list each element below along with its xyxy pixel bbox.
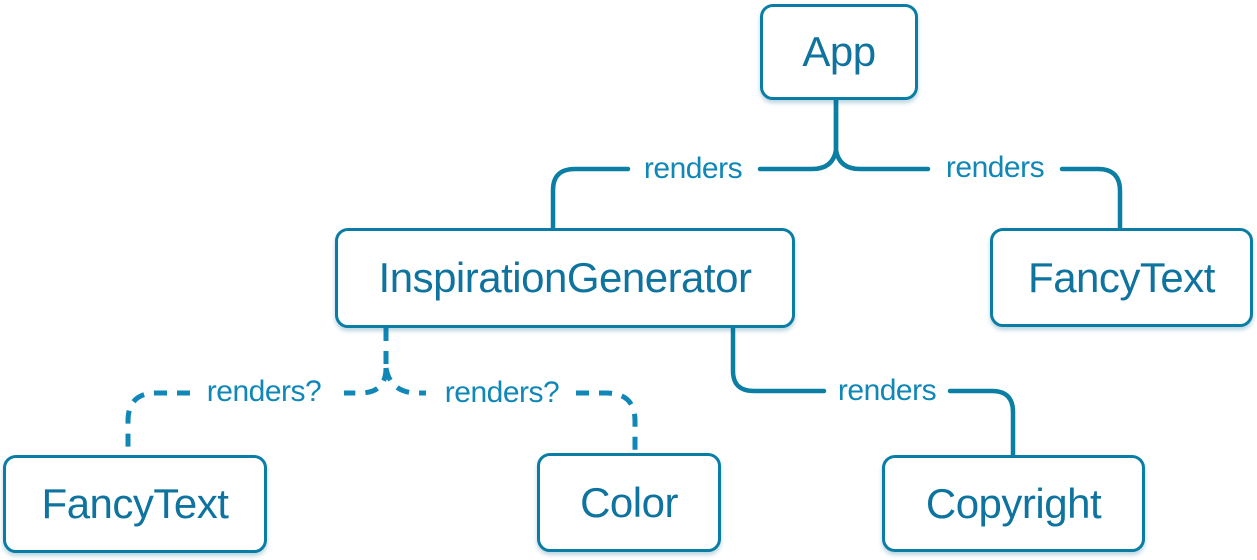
node-app-label: App	[802, 28, 876, 75]
node-inspiration-generator: InspirationGenerator	[335, 228, 795, 328]
node-fancy-text-top-right: FancyText	[990, 228, 1253, 327]
node-fancy-text-top-right-label: FancyText	[1028, 253, 1215, 301]
edge-label-inspiration-generator-to-fancy-text: renders?	[206, 375, 322, 408]
edge-label-inspiration-generator-to-color: renders?	[444, 376, 560, 409]
edge-label-app-to-fancy-text: renders	[945, 151, 1045, 184]
node-fancy-text-bottom-left-label: FancyText	[41, 480, 229, 527]
node-fancy-text-bottom-left: FancyText	[3, 455, 267, 553]
node-copyright-label: Copyright	[925, 479, 1102, 527]
edge-inspiration-generator-to-color	[383, 367, 638, 452]
edge-label-app-to-inspiration-generator: renders	[643, 152, 743, 185]
edge-inspiration-generator-to-copyright	[730, 325, 1016, 458]
node-color-label: Color	[580, 478, 678, 526]
node-copyright: Copyright	[882, 455, 1145, 552]
edge-label-inspiration-generator-to-copyright: renders	[837, 374, 937, 407]
node-color: Color	[537, 453, 721, 552]
node-app: App	[760, 4, 918, 100]
node-inspiration-generator-label: InspirationGenerator	[378, 254, 752, 301]
edge-app-to-fancy-text	[833, 97, 1123, 231]
